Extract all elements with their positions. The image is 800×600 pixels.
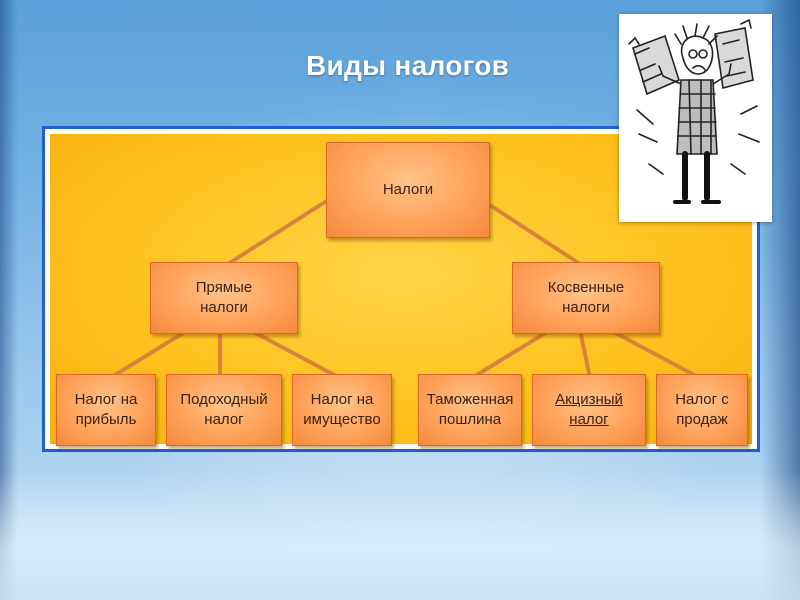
cartoon-drawing xyxy=(628,18,760,204)
page-title: Виды налогов xyxy=(306,50,510,81)
left-edge-shade xyxy=(0,0,18,600)
connector-direct-property xyxy=(248,328,342,380)
connector-indirect-excise xyxy=(578,328,592,380)
node-income-tax: Подоходный налог xyxy=(166,374,282,446)
bottom-band xyxy=(0,470,800,600)
node-profit-tax: Налог на прибыль xyxy=(56,374,156,446)
connector-root-indirect xyxy=(480,198,582,266)
node-excise-tax: Акцизный налог xyxy=(532,374,646,446)
connector-indirect-customs xyxy=(470,328,552,380)
node-direct-taxes: Прямые налоги xyxy=(150,262,298,334)
connector-indirect-sales xyxy=(608,328,702,380)
node-indirect-taxes: Косвенные налоги xyxy=(512,262,660,334)
taxpayer-cartoon-icon xyxy=(619,14,772,222)
node-sales-tax: Налог с продаж xyxy=(656,374,748,446)
connector-direct-profit xyxy=(108,328,190,380)
node-customs-duty: Таможенная пошлина xyxy=(418,374,522,446)
connector-root-direct xyxy=(226,198,330,266)
node-property-tax: Налог на имущество xyxy=(292,374,392,446)
diagram-connectors xyxy=(108,198,702,380)
node-taxes: Налоги xyxy=(326,142,490,238)
